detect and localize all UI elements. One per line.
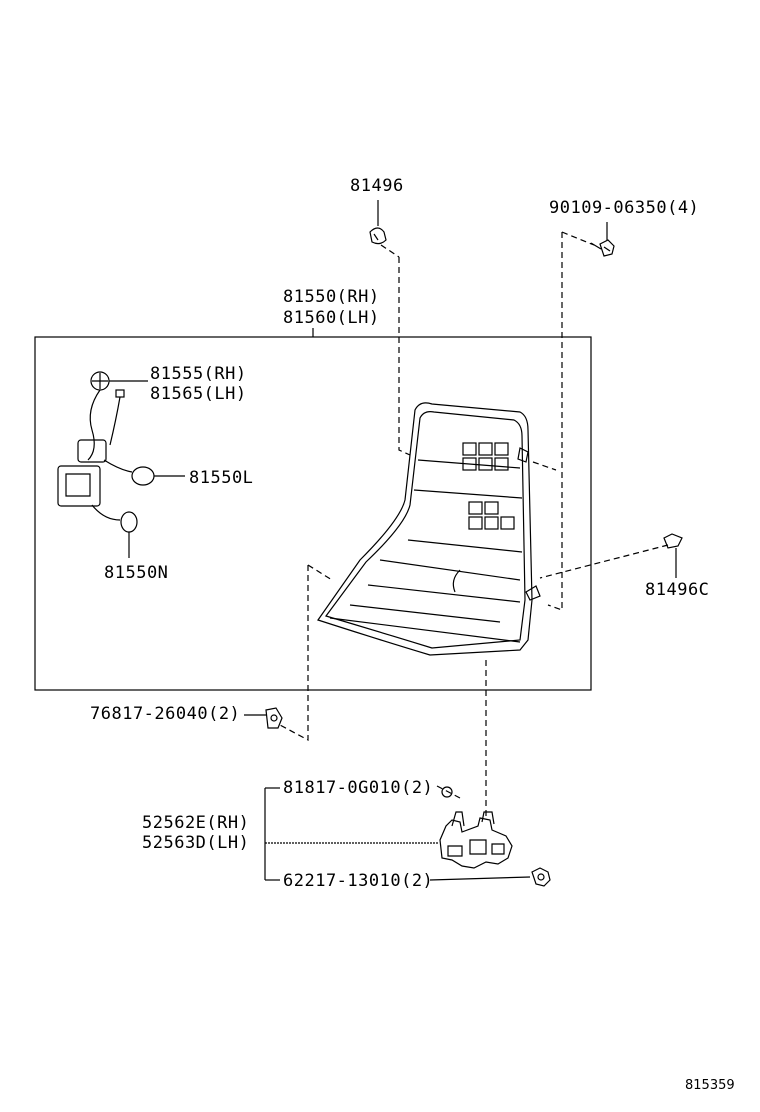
bulb-81550l-icon (131, 466, 185, 486)
label-clip-81817[interactable]: 81817-0G010(2) (283, 778, 434, 798)
label-bulb-81550l[interactable]: 81550L (189, 468, 254, 488)
label-clip-81496[interactable]: 81496 (350, 176, 404, 196)
clip-81496c-icon (663, 533, 683, 578)
nut-76817-icon (244, 707, 283, 729)
label-bracket-lh[interactable]: 52563D(LH) (142, 833, 250, 853)
bracket-52562e-icon (439, 811, 513, 869)
label-nut-76817[interactable]: 76817-26040(2) (90, 704, 241, 724)
dashed-leaders (279, 231, 669, 820)
label-screw-90109[interactable]: 90109-06350(4) (549, 198, 700, 218)
label-lamp-lh[interactable]: 81560(LH) (283, 308, 380, 328)
label-screw-62217[interactable]: 62217-13010(2) (283, 871, 434, 891)
clip-81817-icon (441, 786, 453, 798)
tail-lamp-icon (317, 402, 541, 656)
label-lamp-rh[interactable]: 81550(RH) (283, 287, 380, 307)
figure-number: 815359 (685, 1078, 735, 1093)
label-bulb-81550n[interactable]: 81550N (104, 563, 169, 583)
screw-62217-icon (531, 867, 551, 887)
clip-81496-icon (369, 200, 387, 245)
screw-90109-icon (590, 222, 615, 257)
socket-wire-icon (57, 371, 148, 521)
bracket-leaders (264, 787, 531, 881)
label-bracket-rh[interactable]: 52562E(RH) (142, 813, 250, 833)
label-socket-lh[interactable]: 81565(LH) (150, 384, 247, 404)
label-clip-81496c[interactable]: 81496C (645, 580, 710, 600)
label-socket-rh[interactable]: 81555(RH) (150, 364, 247, 384)
bulb-81550n-icon (120, 511, 138, 558)
